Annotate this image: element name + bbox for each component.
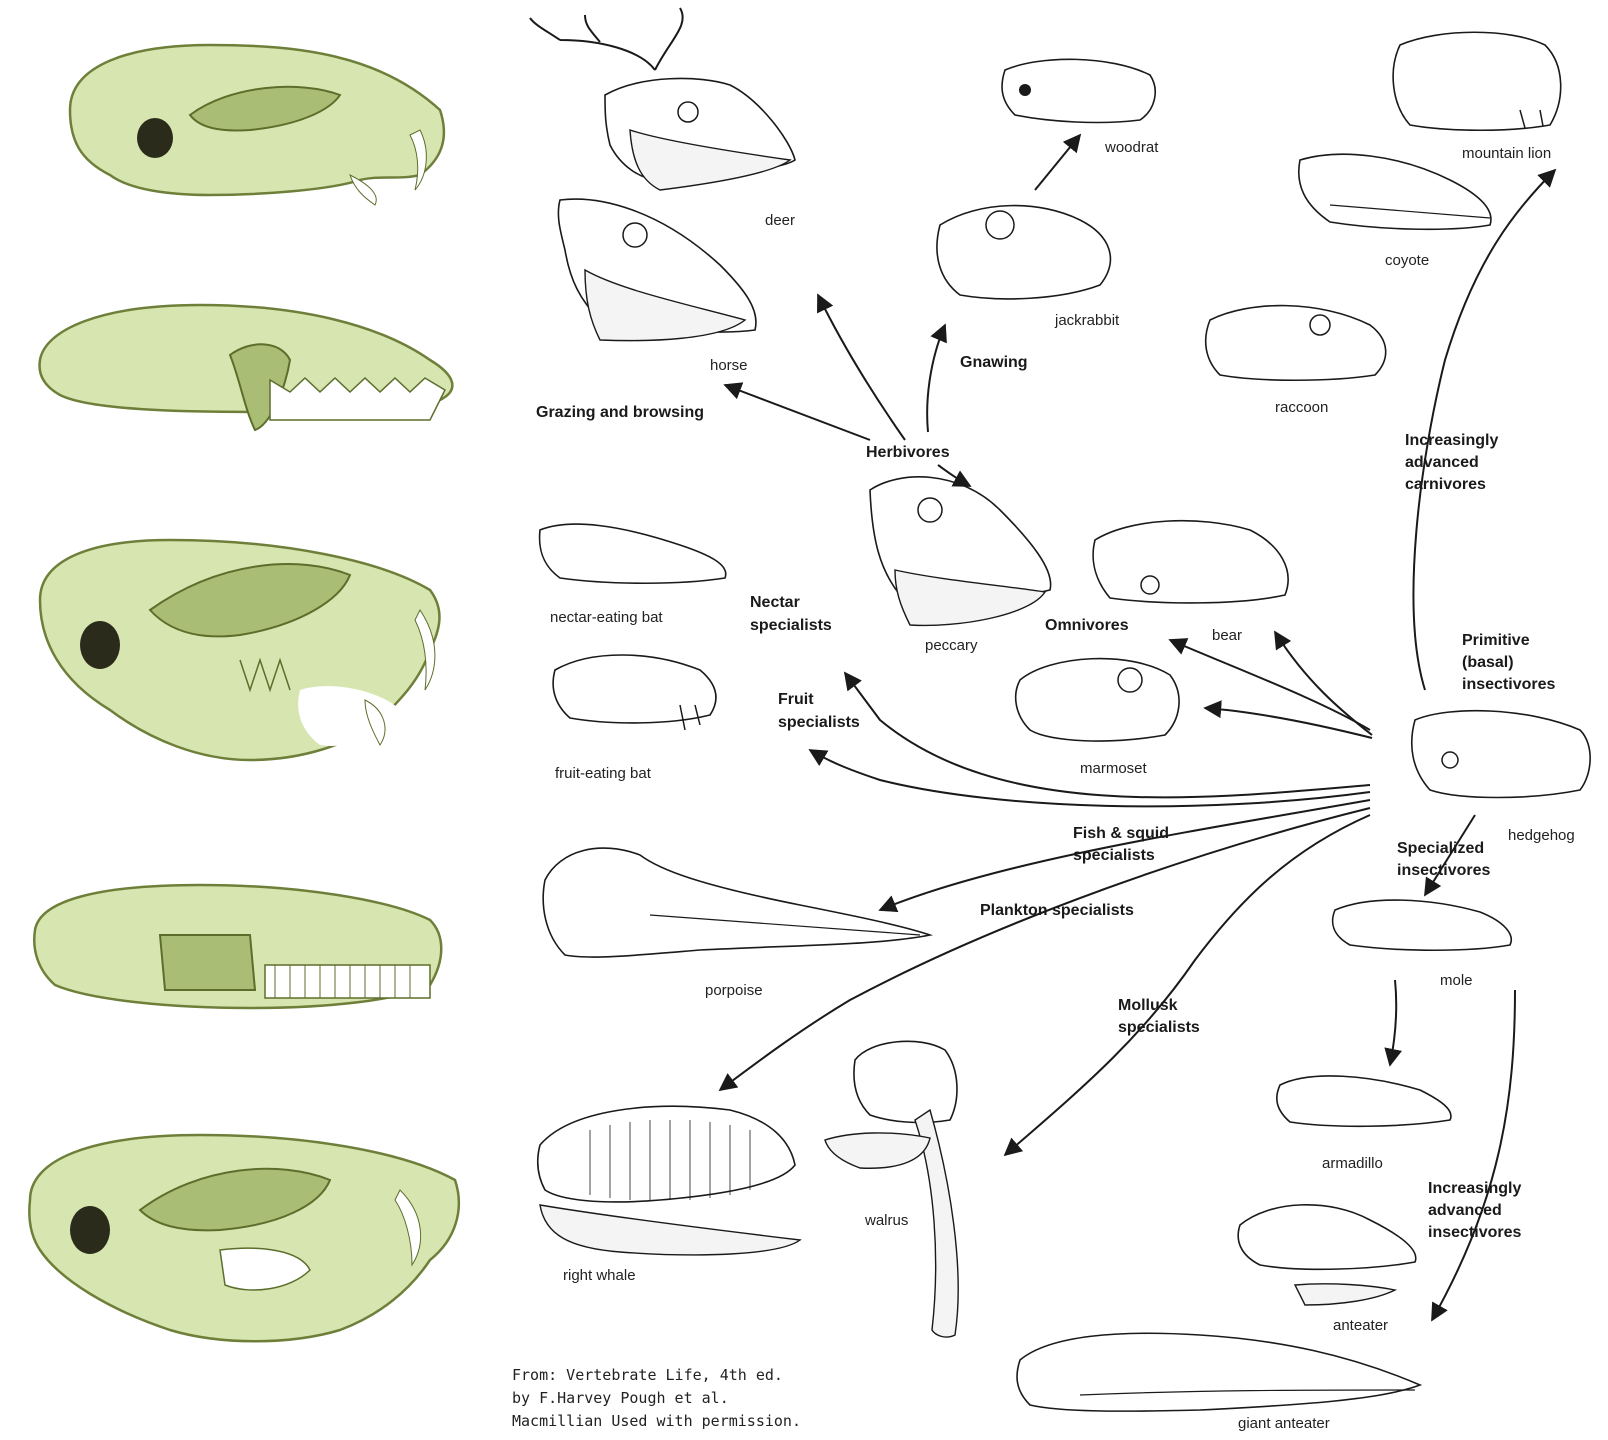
fruit-bat-skull bbox=[553, 655, 716, 730]
category-primitive-1: Primitive bbox=[1462, 632, 1530, 649]
label-mountain-lion: mountain lion bbox=[1462, 145, 1551, 162]
category-grazing: Grazing and browsing bbox=[536, 404, 704, 421]
category-mollusk-1: Mollusk bbox=[1118, 997, 1178, 1014]
category-fish-2: specialists bbox=[1073, 847, 1155, 864]
category-specialized-1: Specialized bbox=[1397, 840, 1484, 857]
category-specialized-2: insectivores bbox=[1397, 862, 1490, 879]
category-herbivores: Herbivores bbox=[866, 444, 950, 461]
label-giant-anteater: giant anteater bbox=[1238, 1415, 1330, 1432]
horse-skull bbox=[558, 199, 756, 341]
hedgehog-skull bbox=[1412, 711, 1590, 798]
label-right-whale: right whale bbox=[563, 1267, 636, 1284]
label-horse: horse bbox=[710, 357, 748, 374]
porpoise-skull bbox=[543, 848, 930, 957]
bear-skull bbox=[1093, 521, 1288, 603]
category-nectar-1: Nectar bbox=[750, 594, 800, 611]
deer-skull bbox=[530, 8, 795, 190]
nectar-bat-skull bbox=[540, 524, 726, 583]
peccary-skull bbox=[870, 477, 1051, 626]
label-bear: bear bbox=[1212, 627, 1242, 644]
category-omnivores: Omnivores bbox=[1045, 617, 1129, 634]
label-walrus: walrus bbox=[864, 1212, 908, 1229]
green-skull-3 bbox=[40, 540, 439, 760]
category-insectivores-3: insectivores bbox=[1428, 1224, 1521, 1241]
label-anteater: anteater bbox=[1333, 1317, 1388, 1334]
label-fruit-bat: fruit-eating bat bbox=[555, 765, 652, 782]
category-carnivores-3: carnivores bbox=[1405, 476, 1486, 493]
category-primitive-2: (basal) bbox=[1462, 654, 1514, 671]
category-nectar-2: specialists bbox=[750, 617, 832, 634]
category-fruit-2: specialists bbox=[778, 714, 860, 731]
woodrat-skull bbox=[1002, 59, 1155, 122]
credit-line-3: Macmillian Used with permission. bbox=[512, 1412, 801, 1430]
green-skull-4 bbox=[34, 885, 441, 1008]
label-coyote: coyote bbox=[1385, 252, 1429, 269]
jackrabbit-skull bbox=[937, 206, 1110, 299]
green-skull-2 bbox=[40, 305, 453, 430]
label-marmoset: marmoset bbox=[1080, 760, 1148, 777]
mountain-lion-skull bbox=[1393, 32, 1561, 130]
category-fish-1: Fish & squid bbox=[1073, 825, 1169, 842]
source-credit: From: Vertebrate Life, 4th ed. by F.Harv… bbox=[512, 1366, 801, 1430]
category-insectivores-2: advanced bbox=[1428, 1202, 1502, 1219]
category-carnivores-2: advanced bbox=[1405, 454, 1479, 471]
marmoset-skull bbox=[1016, 659, 1179, 741]
label-deer: deer bbox=[765, 212, 795, 229]
armadillo-skull bbox=[1277, 1076, 1451, 1126]
category-mollusk-2: specialists bbox=[1118, 1019, 1200, 1036]
label-nectar-bat: nectar-eating bat bbox=[550, 609, 663, 626]
category-plankton: Plankton specialists bbox=[980, 902, 1134, 919]
label-raccoon: raccoon bbox=[1275, 399, 1328, 416]
label-armadillo: armadillo bbox=[1322, 1155, 1383, 1172]
walrus-skull bbox=[825, 1041, 958, 1337]
raccoon-skull bbox=[1206, 306, 1386, 381]
coyote-skull bbox=[1299, 154, 1491, 229]
credit-line-1: From: Vertebrate Life, 4th ed. bbox=[512, 1366, 783, 1384]
category-insectivores-1: Increasingly bbox=[1428, 1180, 1521, 1197]
label-jackrabbit: jackrabbit bbox=[1054, 312, 1120, 329]
category-primitive-3: insectivores bbox=[1462, 676, 1555, 693]
label-peccary: peccary bbox=[925, 637, 978, 654]
label-porpoise: porpoise bbox=[705, 982, 763, 999]
category-carnivores-1: Increasingly bbox=[1405, 432, 1498, 449]
category-gnawing: Gnawing bbox=[960, 354, 1028, 371]
label-woodrat: woodrat bbox=[1104, 139, 1159, 156]
giant-anteater-skull bbox=[1017, 1333, 1420, 1411]
mole-skull bbox=[1333, 900, 1512, 950]
green-skull-1 bbox=[70, 45, 444, 205]
right-whale-skull bbox=[538, 1106, 800, 1255]
green-skull-5 bbox=[29, 1135, 459, 1341]
label-mole: mole bbox=[1440, 972, 1473, 989]
label-hedgehog: hedgehog bbox=[1508, 827, 1575, 844]
category-fruit-1: Fruit bbox=[778, 691, 814, 708]
credit-line-2: by F.Harvey Pough et al. bbox=[512, 1389, 729, 1407]
anteater-skull bbox=[1238, 1205, 1416, 1305]
